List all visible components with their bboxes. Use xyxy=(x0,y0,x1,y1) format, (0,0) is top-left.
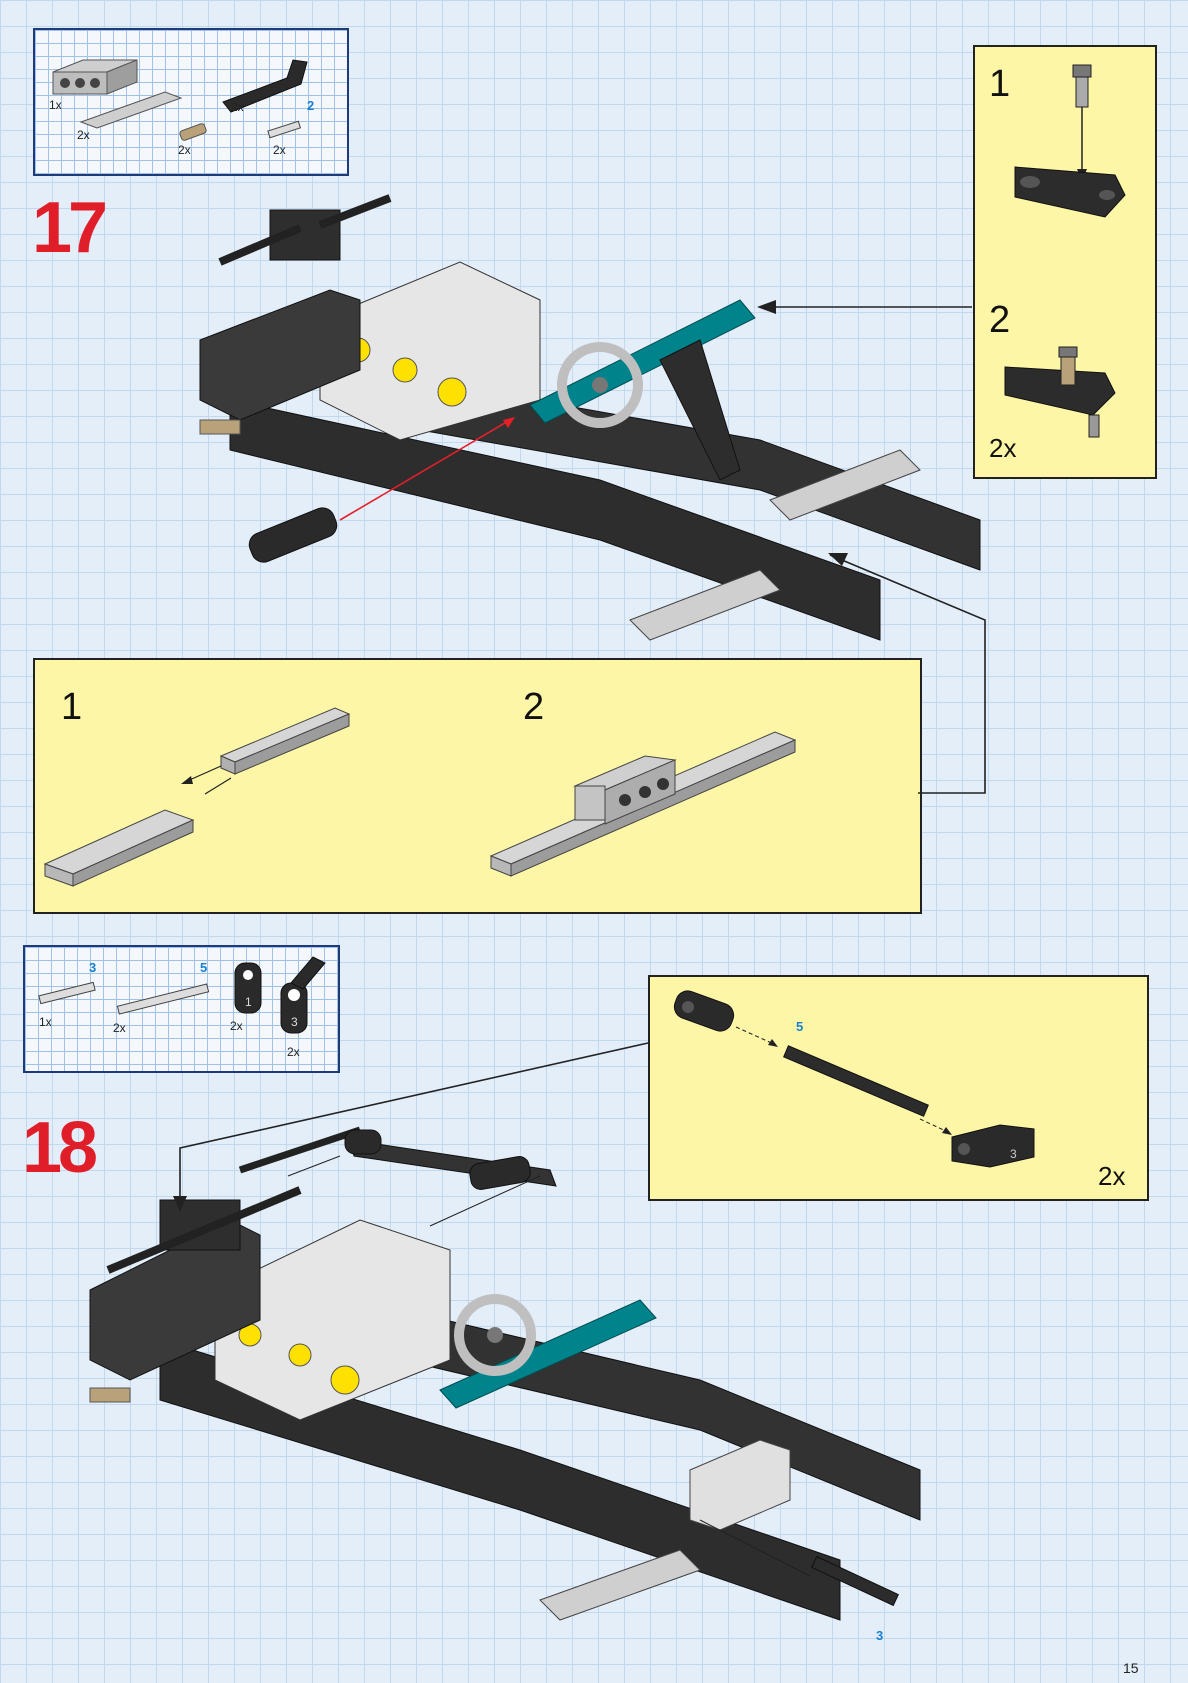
page-number: 15 xyxy=(1123,1660,1139,1676)
callout-pointer-arrow xyxy=(180,1043,648,1200)
chassis-assembly-18 xyxy=(90,1130,920,1620)
axle-length-label: 3 xyxy=(876,1628,883,1643)
guide-line xyxy=(288,1156,340,1176)
